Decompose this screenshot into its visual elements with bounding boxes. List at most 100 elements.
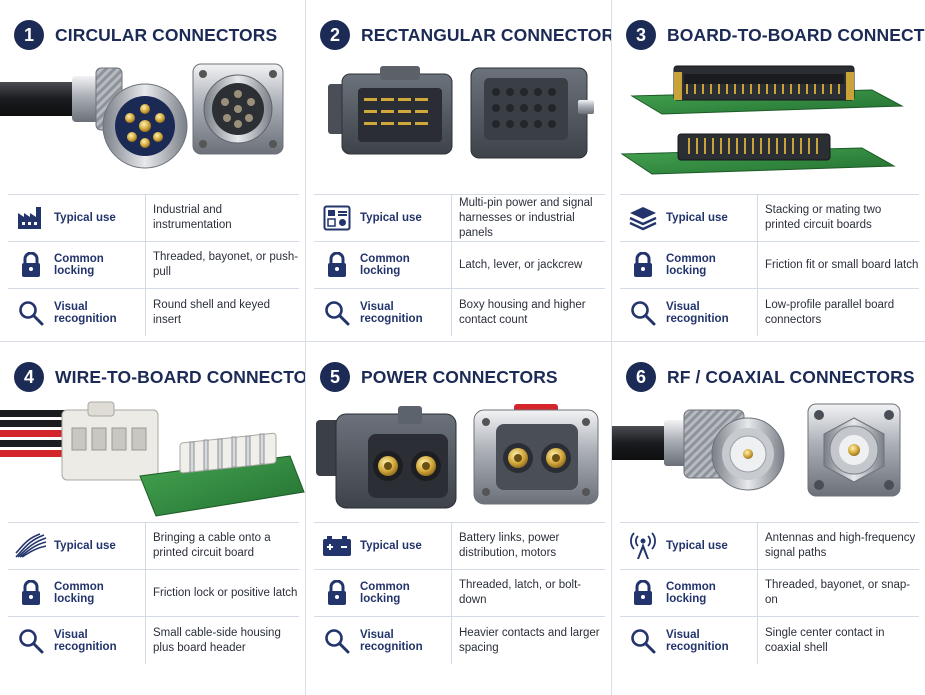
- info-row: Typical use Bringing a cable onto a prin…: [8, 523, 299, 570]
- panel-info-table: Typical use Battery links, power distrib…: [314, 522, 605, 664]
- panel-info-table: Typical use Bringing a cable onto a prin…: [8, 522, 299, 664]
- row-label: Visual recognition: [54, 289, 146, 336]
- info-row: Common locking Threaded, bayonet, or sna…: [620, 570, 919, 617]
- row-value: Latch, lever, or jackcrew: [459, 258, 583, 271]
- row-label: Common locking: [666, 242, 758, 288]
- row-value: Antennas and high-frequency signal paths: [765, 532, 916, 559]
- panel-power-connectors: 5 POWER CONNECTORS Typical use: [306, 342, 612, 695]
- panel-number-badge: 3: [626, 20, 656, 50]
- lock-icon: [8, 242, 54, 288]
- rectangular-connector-illustration: [328, 66, 594, 159]
- row-value: Single center contact in coaxial shell: [765, 626, 885, 654]
- magnifier-icon: [314, 290, 360, 336]
- magnifier-icon: [620, 618, 666, 664]
- row-label: Typical use: [666, 523, 758, 569]
- row-label: Typical use: [54, 195, 146, 241]
- panel-icon: [314, 195, 360, 241]
- panel-rf-coaxial-connectors: 6 RF / COAXIAL CONNECTORS Typica: [612, 342, 925, 695]
- panel-number-badge: 6: [626, 362, 656, 392]
- row-value: Battery links, power distribution, motor…: [459, 532, 560, 559]
- lock-icon: [620, 570, 666, 616]
- info-row: Typical use Battery links, power distrib…: [314, 523, 605, 570]
- row-value: Round shell and keyed insert: [153, 298, 270, 326]
- row-label: Common locking: [360, 242, 452, 288]
- panel-title: RF / COAXIAL CONNECTORS: [667, 366, 915, 387]
- panel-header: 3 BOARD-TO-BOARD CONNECTORS: [626, 18, 925, 52]
- row-label: Typical use: [54, 523, 146, 569]
- wire-to-board-illustration: [0, 401, 305, 517]
- panel-title: RECTANGULAR CONNECTORS: [361, 24, 612, 45]
- panel-wire-to-board-connectors: 4 WIRE-TO-BOARD CONNECTORS: [0, 342, 306, 695]
- lock-icon: [314, 242, 360, 288]
- panel-circular-connectors: 1 CIRCULAR CONNECTORS: [0, 0, 306, 342]
- row-label: Visual recognition: [54, 617, 146, 664]
- row-value: Threaded, latch, or bolt-down: [459, 579, 582, 606]
- panel-title: BOARD-TO-BOARD CONNECTORS: [667, 24, 925, 45]
- info-row: Typical use Multi-pin power and signal h…: [314, 195, 605, 242]
- panel-header: 6 RF / COAXIAL CONNECTORS: [626, 360, 915, 394]
- row-value: Low-profile parallel board connectors: [765, 298, 895, 326]
- row-label: Typical use: [360, 523, 452, 569]
- panel-title: CIRCULAR CONNECTORS: [55, 24, 278, 45]
- row-label: Visual recognition: [360, 289, 452, 336]
- panel-header: 2 RECTANGULAR CONNECTORS: [320, 18, 612, 52]
- info-row: Common locking Friction fit or small boa…: [620, 242, 919, 289]
- info-row: Visual recognition Small cable-side hous…: [8, 617, 299, 664]
- row-label: Visual recognition: [666, 617, 758, 664]
- antenna-icon: [620, 523, 666, 569]
- stacked-layers-icon: [620, 195, 666, 241]
- panel-title: WIRE-TO-BOARD CONNECTORS: [55, 366, 306, 387]
- panel-number-badge: 4: [14, 362, 44, 392]
- panel-number-badge: 5: [320, 362, 350, 392]
- row-label: Common locking: [666, 570, 758, 616]
- info-row: Visual recognition Low-profile parallel …: [620, 289, 919, 336]
- panel-number-badge: 1: [14, 20, 44, 50]
- battery-icon: [314, 523, 360, 569]
- info-row: Common locking Threaded, bayonet, or pus…: [8, 242, 299, 289]
- circular-connector-illustration: [0, 63, 284, 169]
- panel-board-to-board-connectors: 3 BOARD-TO-BOARD CONNECTORS Typical use: [612, 0, 925, 342]
- row-value: Threaded, bayonet, or snap-on: [765, 579, 911, 606]
- info-row: Typical use Stacking or mating two print…: [620, 195, 919, 242]
- row-value: Friction fit or small board latch: [765, 258, 919, 271]
- factory-icon: [8, 195, 54, 241]
- lock-icon: [314, 570, 360, 616]
- panel-header: 5 POWER CONNECTORS: [320, 360, 558, 394]
- panel-info-table: Typical use Stacking or mating two print…: [620, 194, 919, 336]
- row-label: Typical use: [666, 195, 758, 241]
- row-label: Visual recognition: [360, 617, 452, 664]
- panel-info-table: Typical use Industrial and instrumentati…: [8, 194, 299, 336]
- info-row: Common locking Friction lock or positive…: [8, 570, 299, 617]
- lock-icon: [620, 242, 666, 288]
- panel-header: 1 CIRCULAR CONNECTORS: [14, 18, 277, 52]
- row-value: Bringing a cable onto a printed circuit …: [153, 532, 271, 559]
- row-value: Threaded, bayonet, or push-pull: [153, 251, 299, 278]
- panel-info-table: Typical use Antennas and high-frequency …: [620, 522, 919, 664]
- row-label: Typical use: [360, 195, 452, 241]
- row-value: Boxy housing and higher contact count: [459, 298, 586, 326]
- info-row: Common locking Latch, lever, or jackcrew: [314, 242, 605, 289]
- rf-coaxial-illustration: [612, 403, 901, 497]
- row-label: Common locking: [54, 242, 146, 288]
- panel-header: 4 WIRE-TO-BOARD CONNECTORS: [14, 360, 306, 394]
- row-value: Friction lock or positive latch: [153, 586, 298, 599]
- panel-info-table: Typical use Multi-pin power and signal h…: [314, 194, 605, 336]
- magnifier-icon: [8, 290, 54, 336]
- magnifier-icon: [314, 618, 360, 664]
- info-row: Typical use Industrial and instrumentati…: [8, 195, 299, 242]
- info-row: Visual recognition Boxy housing and high…: [314, 289, 605, 336]
- row-value: Stacking or mating two printed circuit b…: [765, 204, 882, 231]
- power-connector-illustration: [316, 404, 599, 509]
- row-value: Multi-pin power and signal harnesses or …: [459, 196, 593, 239]
- magnifier-icon: [8, 618, 54, 664]
- info-row: Visual recognition Heavier contacts and …: [314, 617, 605, 664]
- row-value: Small cable-side housing plus board head…: [153, 626, 281, 654]
- wires-icon: [8, 523, 54, 569]
- panel-number-badge: 2: [320, 20, 350, 50]
- row-label: Common locking: [54, 570, 146, 616]
- row-value: Industrial and instrumentation: [153, 204, 232, 231]
- cable-image: [0, 82, 80, 116]
- row-label: Visual recognition: [666, 289, 758, 336]
- panel-title: POWER CONNECTORS: [361, 366, 558, 387]
- board-to-board-illustration: [620, 65, 904, 175]
